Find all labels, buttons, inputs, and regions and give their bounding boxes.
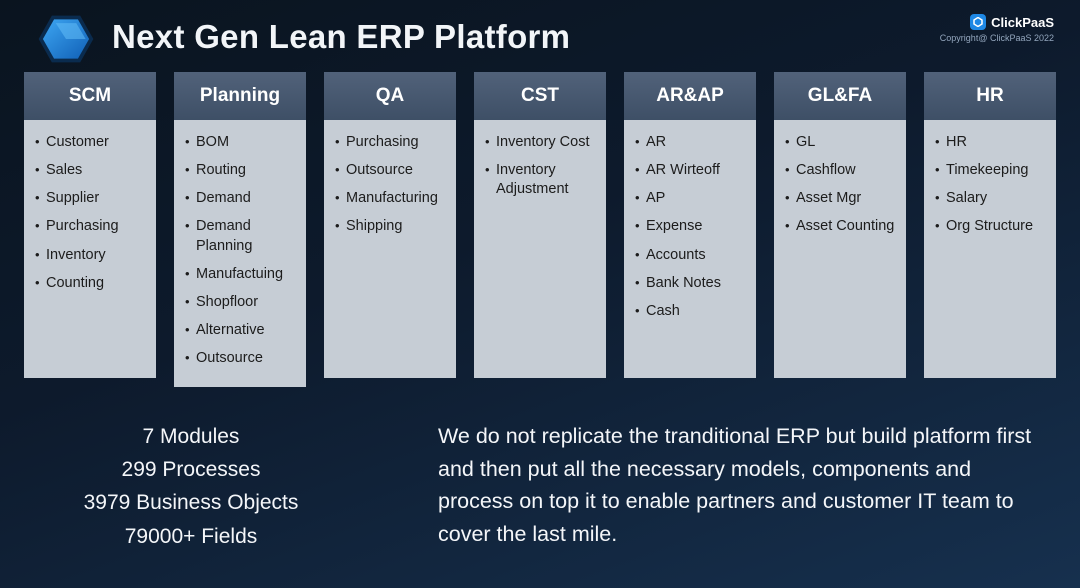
module-item: Demand: [185, 189, 300, 208]
column-title: AR&AP: [624, 72, 756, 120]
brand-block: ClickPaaS Copyright@ ClickPaaS 2022: [940, 12, 1054, 43]
module-item: Asset Mgr: [785, 189, 900, 208]
header: Next Gen Lean ERP Platform ClickPaaS Cop…: [0, 0, 1080, 66]
module-item: AR Wirteoff: [635, 161, 750, 180]
module-item: Customer: [35, 133, 150, 152]
column-title: HR: [924, 72, 1056, 120]
column-glfa: GL&FA GL CashflowAsset MgrAsset Counting: [774, 72, 906, 378]
module-item: Cash: [635, 302, 750, 321]
module-columns: SCM CustomerSalesSupplierPurchasingInven…: [0, 66, 1080, 388]
module-item: GL: [785, 133, 900, 152]
module-item: Demand Planning: [185, 217, 300, 255]
module-item: AR: [635, 133, 750, 152]
stat-fields: 79000+ Fields: [124, 524, 258, 548]
bottom-section: 7 Modules 299 Processes 3979 Business Ob…: [0, 378, 1080, 553]
description-text: We do not replicate the tranditional ERP…: [438, 424, 1032, 547]
column-items: HR TimekeepingSalaryOrg Structure: [924, 120, 1056, 378]
column-title: SCM: [24, 72, 156, 120]
module-item: Org Structure: [935, 217, 1050, 236]
module-item: Manufacturing: [335, 189, 450, 208]
column-items: GL CashflowAsset MgrAsset Counting: [774, 120, 906, 378]
copyright-text: Copyright@ ClickPaaS 2022: [939, 33, 1054, 43]
stat-modules: 7 Modules: [142, 425, 240, 448]
module-item: Purchasing: [35, 217, 150, 236]
module-item: Supplier: [35, 189, 150, 208]
column-items: Inventory CostInventory Adjustment: [474, 120, 606, 378]
column-title: QA: [324, 72, 456, 120]
brand-name: ClickPaaS: [991, 14, 1054, 30]
column-items: PurchasingOutsourceManufacturingShipping: [324, 120, 456, 378]
column-title: CST: [474, 72, 606, 120]
module-item: Purchasing: [335, 133, 450, 152]
column-hr: HR HR TimekeepingSalaryOrg Structure: [924, 72, 1056, 378]
page-title: Next Gen Lean ERP Platform: [112, 18, 571, 55]
module-item: Counting: [35, 274, 150, 293]
clickpaas-logo-icon: [970, 14, 987, 30]
module-item: HR: [935, 133, 1050, 152]
column-items: CustomerSalesSupplierPurchasingInventory…: [24, 120, 156, 378]
column-cst: CST Inventory CostInventory Adjustment: [474, 72, 606, 378]
column-title: GL&FA: [774, 72, 906, 120]
module-item: Inventory: [35, 246, 150, 265]
stat-processes: 299 Processes: [121, 458, 261, 482]
module-item: Outsource: [185, 349, 300, 368]
module-item: Accounts: [635, 246, 750, 265]
module-item: AP: [635, 189, 750, 208]
module-item: Alternative: [185, 321, 300, 340]
module-item: Bank Notes: [635, 274, 750, 293]
module-item: Shipping: [335, 217, 450, 236]
module-item: BOM: [185, 133, 300, 152]
module-item: Asset Counting: [785, 217, 900, 236]
column-items: AR AR WirteoffAP ExpenseAccountsBank Notes…: [624, 120, 756, 378]
column-qa: QA PurchasingOutsourceManufacturingShipp…: [324, 72, 456, 378]
column-scm: SCM CustomerSalesSupplierPurchasingInven…: [24, 72, 156, 378]
module-item: Salary: [935, 189, 1050, 208]
column-items: BOM RoutingDemandDemand PlanningManufactu…: [174, 120, 306, 388]
column-title: Planning: [174, 72, 306, 120]
module-item: Outsource: [335, 161, 450, 180]
stats-block: 7 Modules 299 Processes 3979 Business Ob…: [24, 420, 358, 553]
module-item: Inventory Adjustment: [485, 161, 600, 199]
module-item: Shopfloor: [185, 293, 300, 312]
module-item: Routing: [185, 161, 300, 180]
module-item: Inventory Cost: [485, 133, 600, 152]
hexagon-logo-icon: [38, 15, 94, 63]
module-item: Sales: [35, 161, 150, 180]
column-arap: AR&AP AR AR WirteoffAP ExpenseAccountsBank…: [624, 72, 756, 378]
stat-business-objects: 3979 Business Objects: [83, 491, 299, 515]
column-planning: Planning BOM RoutingDemandDemand Planning…: [174, 72, 306, 388]
module-item: Timekeeping: [935, 161, 1050, 180]
module-item: Manufactuing: [185, 265, 300, 284]
module-item: Cashflow: [785, 161, 900, 180]
module-item: Expense: [635, 217, 750, 236]
